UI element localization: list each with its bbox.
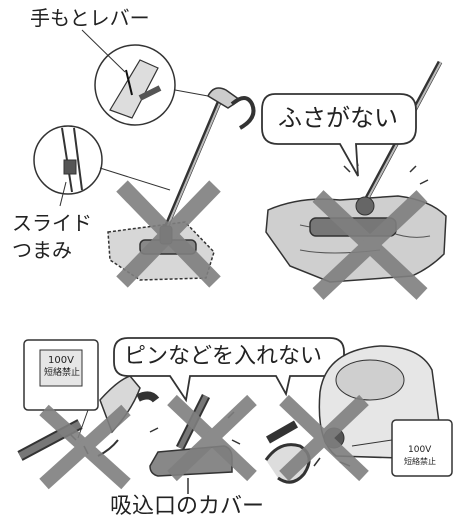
warning-plate-right-voltage: 100V <box>408 446 431 455</box>
warning-plate-right-text: 短絡禁止 <box>404 458 436 466</box>
warning-plate-left-text: 短絡禁止 <box>44 369 80 378</box>
no-pins-label: ピンなどを入れない <box>124 346 322 368</box>
warning-plate-left-voltage: 100V <box>48 356 74 366</box>
prohibit-cross-bottom-left <box>44 410 126 484</box>
intake-cover-label: 吸込口のカバー <box>110 496 264 518</box>
